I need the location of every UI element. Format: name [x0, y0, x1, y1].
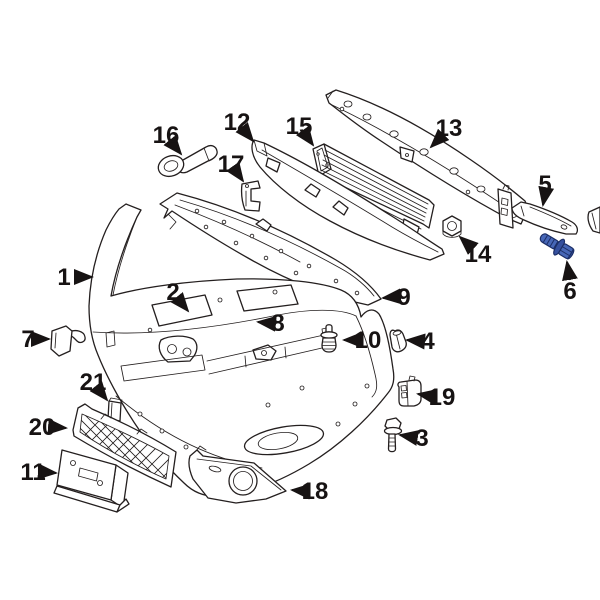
leader-arrow — [538, 185, 555, 207]
callout-14-flange-nut[interactable]: 14 — [458, 235, 492, 268]
leader-arrow — [47, 418, 68, 435]
callout-6-flange-bolt-highlighted[interactable]: 6 — [562, 260, 578, 305]
part-tow-hook-cover — [50, 325, 86, 357]
callout-17-stay-bracket[interactable]: 17 — [218, 151, 245, 183]
part-stay-bracket — [240, 180, 261, 212]
part-engine-under-cover — [159, 192, 382, 306]
part-number-label[interactable]: 14 — [465, 241, 492, 268]
callout-7-tow-hook-cover[interactable]: 7 — [21, 326, 51, 353]
part-number-label[interactable]: 13 — [436, 115, 463, 142]
part-corner-bracket-fragment — [587, 206, 600, 234]
callout-20-lower-grille-mesh[interactable]: 20 — [29, 414, 68, 441]
leader-arrow — [458, 235, 479, 255]
part-number-label[interactable]: 1 — [57, 264, 70, 291]
callout-2-screw[interactable]: 2 — [166, 279, 190, 313]
part-tow-hook — [157, 144, 218, 178]
leader-arrow — [295, 125, 315, 147]
part-grommet-clip — [389, 329, 407, 353]
leader-arrow — [89, 380, 109, 402]
part-number-label[interactable]: 5 — [538, 171, 551, 198]
callout-9-engine-under-cover[interactable]: 9 — [381, 284, 411, 311]
part-front-bumper-cover — [88, 203, 395, 498]
part-push-pin-clip — [320, 324, 338, 353]
part-fog-lamp-bezel — [188, 445, 287, 504]
callout-3-bolt[interactable]: 3 — [398, 425, 429, 452]
part-bolt — [383, 417, 403, 453]
leader-arrow — [163, 135, 183, 156]
part-flange-bolt-highlighted — [539, 233, 575, 260]
callout-11-license-plate-bracket[interactable]: 11 — [20, 459, 58, 486]
part-number-label[interactable]: 7 — [21, 326, 34, 353]
leader-arrow — [405, 333, 426, 350]
part-number-label[interactable]: 6 — [563, 278, 576, 305]
callout-16-tow-hook[interactable]: 16 — [153, 122, 183, 156]
part-number-label[interactable]: 4 — [421, 328, 435, 355]
part-number-label[interactable]: 21 — [80, 369, 107, 396]
leader-arrow — [429, 128, 450, 149]
leader-arrow — [398, 430, 420, 446]
part-number-label[interactable]: 2 — [166, 279, 179, 306]
callout-13-bumper-impact-bar[interactable]: 13 — [429, 115, 463, 149]
leader-arrow — [37, 463, 58, 480]
callout-12-impact-absorber[interactable]: 12 — [224, 109, 255, 143]
leader-arrow — [290, 483, 311, 500]
callout-18-fog-lamp-bezel[interactable]: 18 — [290, 478, 329, 505]
leader-arrow — [416, 389, 438, 405]
part-impact-absorber — [251, 139, 445, 261]
part-number-label[interactable]: 8 — [271, 310, 284, 337]
leader-arrow — [256, 315, 277, 332]
callout-15-grille-shutter[interactable]: 15 — [286, 113, 315, 147]
part-number-label[interactable]: 10 — [355, 327, 382, 354]
part-bumper-side-bracket — [511, 201, 579, 235]
part-license-plate-bracket — [53, 449, 130, 513]
part-number-label[interactable]: 19 — [429, 384, 456, 411]
part-number-label[interactable]: 11 — [20, 459, 45, 486]
leader-arrow — [562, 260, 578, 282]
part-number-label[interactable]: 15 — [286, 113, 313, 140]
part-number-label[interactable]: 12 — [224, 109, 251, 136]
part-number-label[interactable]: 16 — [153, 122, 180, 149]
callout-5-bumper-side-bracket[interactable]: 5 — [538, 171, 555, 207]
callout-19-park-assist-sensor[interactable]: 19 — [416, 384, 456, 411]
leader-arrow — [226, 161, 245, 183]
part-bumper-impact-bar — [325, 89, 529, 229]
callout-4-grommet-clip[interactable]: 4 — [405, 328, 435, 355]
part-number-label[interactable]: 20 — [29, 414, 56, 441]
callout-10-push-pin-clip[interactable]: 10 — [342, 327, 382, 354]
part-number-label[interactable]: 9 — [397, 284, 410, 311]
part-park-assist-sensor — [397, 375, 422, 407]
leader-arrow — [170, 292, 190, 313]
callout-21-clip-bracket[interactable]: 21 — [80, 369, 109, 402]
callout-1-front-bumper-cover[interactable]: 1 — [57, 264, 94, 291]
leader-arrow — [235, 122, 255, 143]
part-number-label[interactable]: 17 — [218, 151, 245, 178]
part-number-label[interactable]: 18 — [302, 478, 329, 505]
part-flange-nut — [442, 215, 462, 238]
leader-arrow — [381, 288, 402, 305]
callout-8-sight-shield-bracket[interactable]: 8 — [256, 310, 285, 337]
part-number-label[interactable]: 3 — [415, 425, 428, 452]
